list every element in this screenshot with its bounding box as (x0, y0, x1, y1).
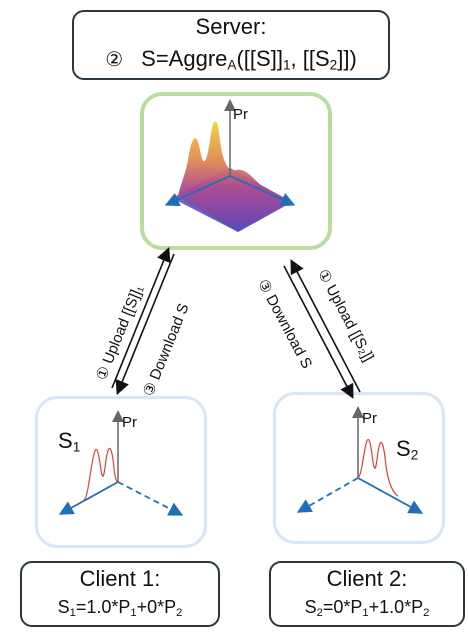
client2-y-axis (357, 477, 424, 514)
upload1-arrow (111, 247, 171, 389)
server-distribution-panel (140, 92, 332, 250)
client2-x-axis (296, 477, 359, 513)
server-title: Server: (195, 14, 267, 39)
step-2-marker: ② (105, 49, 124, 71)
client2-title: Client 2: (326, 566, 408, 591)
client2-s-label: S2 (396, 436, 419, 463)
server-x-axis (164, 175, 231, 207)
client1-s-label: S1 (58, 428, 81, 455)
client1-plot (58, 410, 184, 516)
client1-box: Client 1: S1=1.0*P1+0*P2 (20, 561, 220, 627)
client2-pr-label: Pr (362, 410, 377, 427)
server-surface-plot (164, 99, 296, 232)
client1-title: Client 1: (79, 566, 161, 591)
download1-arrow (115, 253, 175, 395)
surface-peaks (178, 121, 292, 232)
client1-curve (83, 447, 119, 501)
client2-curve (357, 438, 399, 497)
server-pr-label: Pr (233, 106, 248, 123)
download2-arrow (283, 265, 354, 399)
client2-formula: S2=0*P1+1.0*P2 (304, 597, 430, 619)
client2-box: Client 2: S2=0*P1+1.0*P2 (269, 561, 465, 627)
client1-pr-label: Pr (122, 414, 137, 431)
upload2-arrow (290, 259, 361, 393)
client1-x-axis (58, 481, 119, 515)
client2-plot (296, 406, 424, 514)
client1-formula: S1=1.0*P1+0*P2 (57, 597, 183, 619)
client1-y-axis (117, 481, 184, 516)
server-y-axis (229, 175, 296, 207)
